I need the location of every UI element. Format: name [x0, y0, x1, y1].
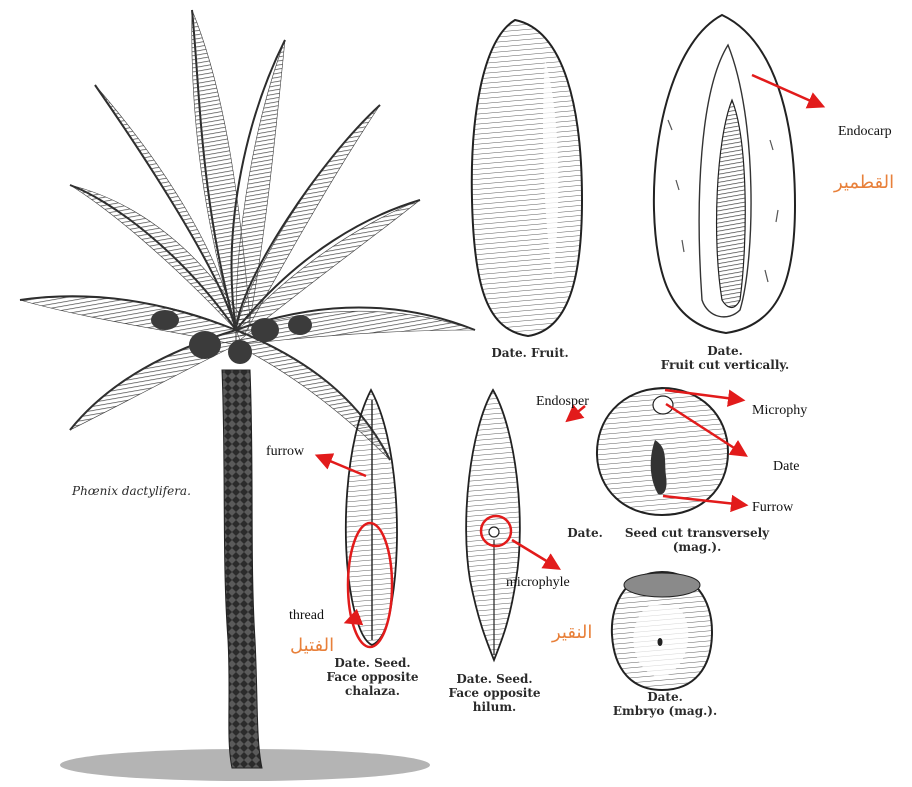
palm-trunk	[222, 370, 262, 768]
caption-fruit: Date. Fruit.	[470, 346, 590, 360]
caption-seed-hilum-line2: Face opposite	[432, 686, 557, 700]
label-furrow-right: Furrow	[752, 500, 793, 516]
seed-hilum	[466, 390, 520, 660]
seed-chalaza	[346, 390, 397, 645]
caption-transverse-date: Date.	[555, 526, 615, 540]
date-fruit-cut	[654, 15, 795, 333]
species-label: Phœnix dactylifera.	[72, 484, 191, 498]
caption-seed-chalaza-line3: chalaza.	[305, 684, 440, 698]
label-naqir-ar: النقير	[552, 622, 592, 643]
caption-transverse: Seed cut transversely (mag.).	[612, 526, 782, 554]
caption-seed-hilum-line1: Date. Seed.	[432, 672, 557, 686]
caption-embryo-line1: Date.	[590, 690, 740, 704]
caption-seed-hilum-line3: hilum.	[432, 700, 557, 714]
caption-seed-hilum: Date. Seed. Face opposite hilum.	[432, 672, 557, 714]
caption-fruit-line1: Date. Fruit.	[470, 346, 590, 360]
label-date: Date	[773, 459, 799, 475]
label-endosper: Endosper	[536, 394, 589, 410]
caption-fruit-cut: Date. Fruit cut vertically.	[630, 344, 820, 372]
caption-seed-chalaza: Date. Seed. Face opposite chalaza.	[305, 656, 440, 698]
embryo	[612, 572, 712, 690]
label-endocarp-ar: القطمير	[834, 172, 894, 193]
label-microphyle: microphyle	[506, 575, 570, 591]
label-microphy: Microphy	[752, 403, 807, 419]
caption-transverse-line2: Seed cut transversely	[612, 526, 782, 540]
caption-transverse-line1: Date.	[555, 526, 615, 540]
caption-seed-chalaza-line2: Face opposite	[305, 670, 440, 684]
date-fruit	[472, 20, 582, 336]
label-furrow: furrow	[266, 444, 304, 460]
caption-seed-chalaza-line1: Date. Seed.	[305, 656, 440, 670]
seed-transverse	[597, 388, 728, 515]
label-thread-ar: الفتيل	[290, 635, 334, 656]
caption-embryo-line2: Embryo (mag.).	[590, 704, 740, 718]
caption-transverse-line3: (mag.).	[612, 540, 782, 554]
label-thread: thread	[289, 608, 324, 624]
caption-fruit-cut-line2: Fruit cut vertically.	[630, 358, 820, 372]
caption-fruit-cut-line1: Date.	[630, 344, 820, 358]
label-endocarp: Endocarp	[838, 124, 892, 140]
caption-embryo: Date. Embryo (mag.).	[590, 690, 740, 718]
